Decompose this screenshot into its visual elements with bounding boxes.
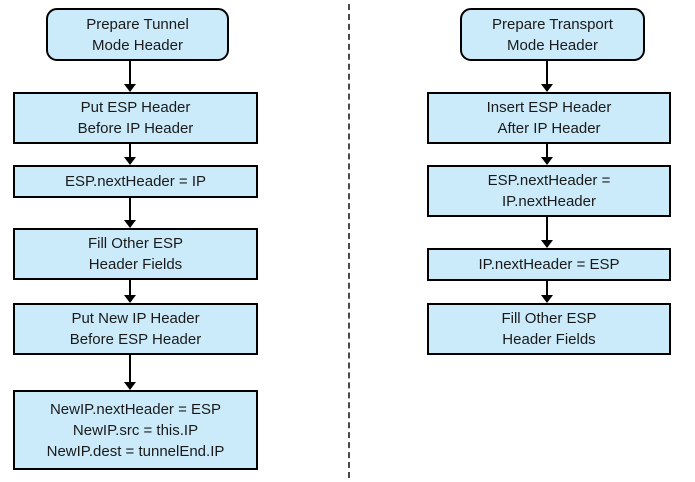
arrow-head-icon bbox=[124, 220, 136, 228]
arrow-shaft bbox=[546, 144, 548, 158]
flow-node-tunnel-step-5[interactable]: NewIP.nextHeader = ESP NewIP.src = this.I… bbox=[13, 390, 258, 470]
node-text-line: ESP.nextHeader = IP bbox=[64, 173, 207, 190]
flow-node-tunnel-step-3[interactable]: Fill Other ESP Header Fields bbox=[13, 228, 258, 280]
node-text-line: Mode Header bbox=[507, 36, 598, 54]
flow-arrow-tunnel-arrow-2 bbox=[123, 144, 137, 165]
node-text-line: IP.nextHeader = ESP bbox=[478, 256, 620, 273]
node-text-line: Mode Header bbox=[92, 36, 183, 54]
node-text-line: Fill Other ESP bbox=[501, 310, 597, 327]
node-text-line: After IP Header bbox=[497, 120, 601, 137]
flow-arrow-transport-arrow-1 bbox=[540, 61, 554, 92]
node-text-line: Prepare Tunnel bbox=[86, 15, 189, 33]
node-text-line: NewIP.nextHeader = ESP bbox=[49, 400, 222, 418]
flow-arrow-transport-arrow-2 bbox=[540, 144, 554, 165]
arrow-head-icon bbox=[541, 295, 553, 303]
node-text-line: Before IP Header bbox=[77, 120, 194, 137]
arrow-head-icon bbox=[124, 295, 136, 303]
arrow-head-icon bbox=[124, 157, 136, 165]
node-text-line: Put New IP Header bbox=[71, 310, 200, 327]
node-text-line: Put ESP Header bbox=[80, 99, 191, 116]
node-text-line: Fill Other ESP bbox=[87, 235, 184, 252]
node-text-line: Before ESP Header bbox=[69, 331, 202, 348]
node-text-line: Header Fields bbox=[502, 331, 596, 348]
arrow-shaft bbox=[129, 61, 131, 85]
arrow-shaft bbox=[129, 280, 131, 296]
arrow-head-icon bbox=[124, 382, 136, 390]
arrow-head-icon bbox=[541, 240, 553, 248]
flow-node-transport-step-3[interactable]: IP.nextHeader = ESP bbox=[427, 248, 671, 281]
arrow-head-icon bbox=[541, 84, 553, 92]
flow-arrow-tunnel-arrow-3 bbox=[123, 198, 137, 228]
arrow-shaft bbox=[546, 217, 548, 241]
node-text-line: Header Fields bbox=[88, 256, 183, 273]
flow-node-tunnel-step-2[interactable]: ESP.nextHeader = IP bbox=[13, 165, 258, 198]
node-text-line: ESP.nextHeader = bbox=[487, 172, 611, 189]
arrow-shaft bbox=[546, 61, 548, 85]
arrow-head-icon bbox=[124, 84, 136, 92]
arrow-shaft bbox=[129, 355, 131, 383]
node-text-line: NewIP.src = this.IP bbox=[72, 421, 199, 439]
flow-arrow-transport-arrow-3 bbox=[540, 217, 554, 248]
flow-arrow-tunnel-arrow-1 bbox=[123, 61, 137, 92]
node-text-line: IP.nextHeader bbox=[502, 193, 596, 210]
flow-arrow-tunnel-arrow-4 bbox=[123, 280, 137, 303]
flow-arrow-tunnel-arrow-5 bbox=[123, 355, 137, 390]
arrow-shaft bbox=[546, 281, 548, 296]
column-divider bbox=[348, 4, 350, 478]
node-text-line: Prepare Transport bbox=[492, 15, 613, 33]
flow-arrow-transport-arrow-4 bbox=[540, 281, 554, 303]
arrow-head-icon bbox=[541, 157, 553, 165]
node-text-line: NewIP.dest = tunnelEnd.IP bbox=[46, 442, 225, 460]
flow-node-transport-step-2[interactable]: ESP.nextHeader = IP.nextHeader bbox=[427, 165, 671, 217]
node-text-line: Insert ESP Header bbox=[486, 99, 612, 116]
flow-node-transport-step-4[interactable]: Fill Other ESP Header Fields bbox=[427, 303, 671, 355]
arrow-shaft bbox=[129, 144, 131, 158]
arrow-shaft bbox=[129, 198, 131, 221]
